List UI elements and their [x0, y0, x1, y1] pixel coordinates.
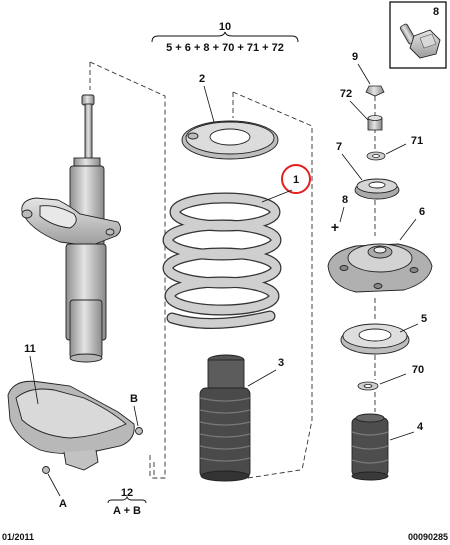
upper-spring-seat — [181, 120, 279, 160]
bottom-formula: A + B — [113, 505, 141, 517]
highlight-circle — [281, 164, 311, 194]
label-5: 5 — [421, 313, 427, 325]
dust-bellows — [199, 354, 251, 482]
footer-date: 01/2011 — [2, 532, 34, 542]
label-70: 70 — [412, 364, 424, 376]
plus-marker-icon: + — [331, 219, 339, 235]
label-72: 72 — [340, 88, 352, 100]
bearing-5 — [340, 323, 410, 355]
label-3: 3 — [278, 357, 284, 369]
nut-9 — [365, 85, 385, 97]
label-B: B — [130, 393, 138, 405]
shock-absorber — [21, 94, 121, 363]
splash-shield — [7, 380, 143, 474]
washer-70 — [357, 381, 379, 391]
header-formula: 5 + 6 + 8 + 70 + 71 + 72 — [166, 42, 284, 54]
washer-71 — [366, 151, 386, 161]
footer-reference: 00090285 — [408, 532, 448, 542]
bottom-group-12: 12 A + B — [107, 487, 147, 517]
label-6: 6 — [419, 206, 425, 218]
part-8-detail-box: 8 — [389, 1, 447, 69]
bump-stop-4 — [351, 413, 389, 481]
header-group-10: 10 5 + 6 + 8 + 70 + 71 + 72 — [151, 21, 299, 54]
label-A: A — [59, 498, 67, 510]
header-brace — [151, 31, 299, 43]
label-11: 11 — [24, 343, 36, 355]
label-4: 4 — [417, 421, 424, 433]
label-2: 2 — [199, 73, 205, 85]
coil-spring — [162, 192, 282, 330]
label-1: 1 — [293, 174, 299, 186]
cup-7 — [354, 178, 400, 200]
label-12: 12 — [121, 487, 133, 499]
label-8: 8 — [342, 194, 348, 206]
upper-mount-6 — [327, 243, 433, 293]
label-71: 71 — [411, 135, 423, 147]
label-9: 9 — [352, 51, 358, 63]
label-7: 7 — [336, 141, 342, 153]
nut-72 — [367, 115, 383, 131]
label-10: 10 — [219, 21, 231, 33]
label-8-box: 8 — [433, 6, 439, 18]
